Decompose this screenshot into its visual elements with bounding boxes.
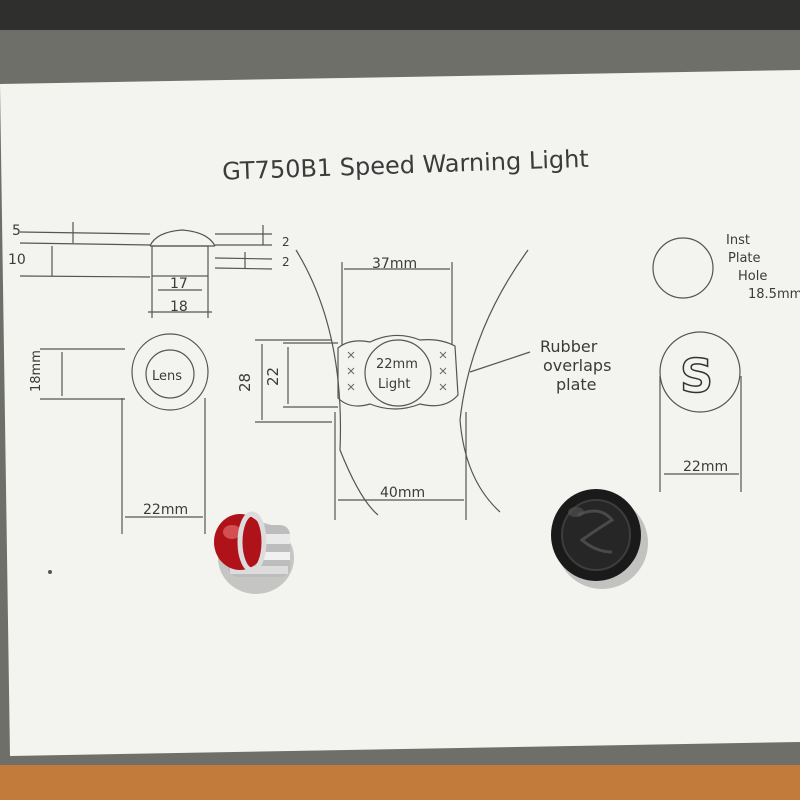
paper-sheet [0,70,800,756]
plate-outer-height: 28 [236,373,254,392]
plate-center-line2: Light [378,377,410,392]
dim-height: 10 [8,252,26,268]
dim-18: 18 [170,299,188,315]
inst-plate-hole [652,237,714,299]
plate-inner-height: 22 [264,367,282,386]
dim-right-a: 2 [282,235,290,249]
lens-view [40,333,209,534]
lens-label: Lens [152,369,182,384]
hole-note-line2: Plate [728,251,761,266]
lens-height-dim: 18mm [29,350,44,392]
dim-top: 5 [12,223,21,239]
hole-note-line4: 18.5mm [748,287,800,302]
plate-top-width: 37mm [372,256,417,272]
dim-17: 17 [170,276,188,292]
pencil-dot [48,570,52,574]
hole-note-line1: Inst [726,233,750,248]
badge-width-dim: 22mm [683,459,728,475]
plate-center-line1: 22mm [376,357,418,372]
badge-glyph: S [680,349,713,403]
plate-note-line1: Rubber [540,337,598,356]
plate-view [255,249,531,520]
desk-edge [0,0,800,30]
plate-note-line3: plate [556,375,597,394]
badge-view [659,331,742,492]
lens-width-dim: 22mm [143,502,188,518]
plate-note-line2: overlaps [543,356,611,375]
rivet-marks [347,351,447,391]
hole-note-line3: Hole [738,269,767,284]
dim-right-b: 2 [282,255,290,269]
desk-bottom [0,765,800,800]
black-badge-part [551,489,648,589]
plate-bottom-width: 40mm [380,485,425,501]
side-elevation [19,222,273,318]
red-lens-part [214,511,294,594]
